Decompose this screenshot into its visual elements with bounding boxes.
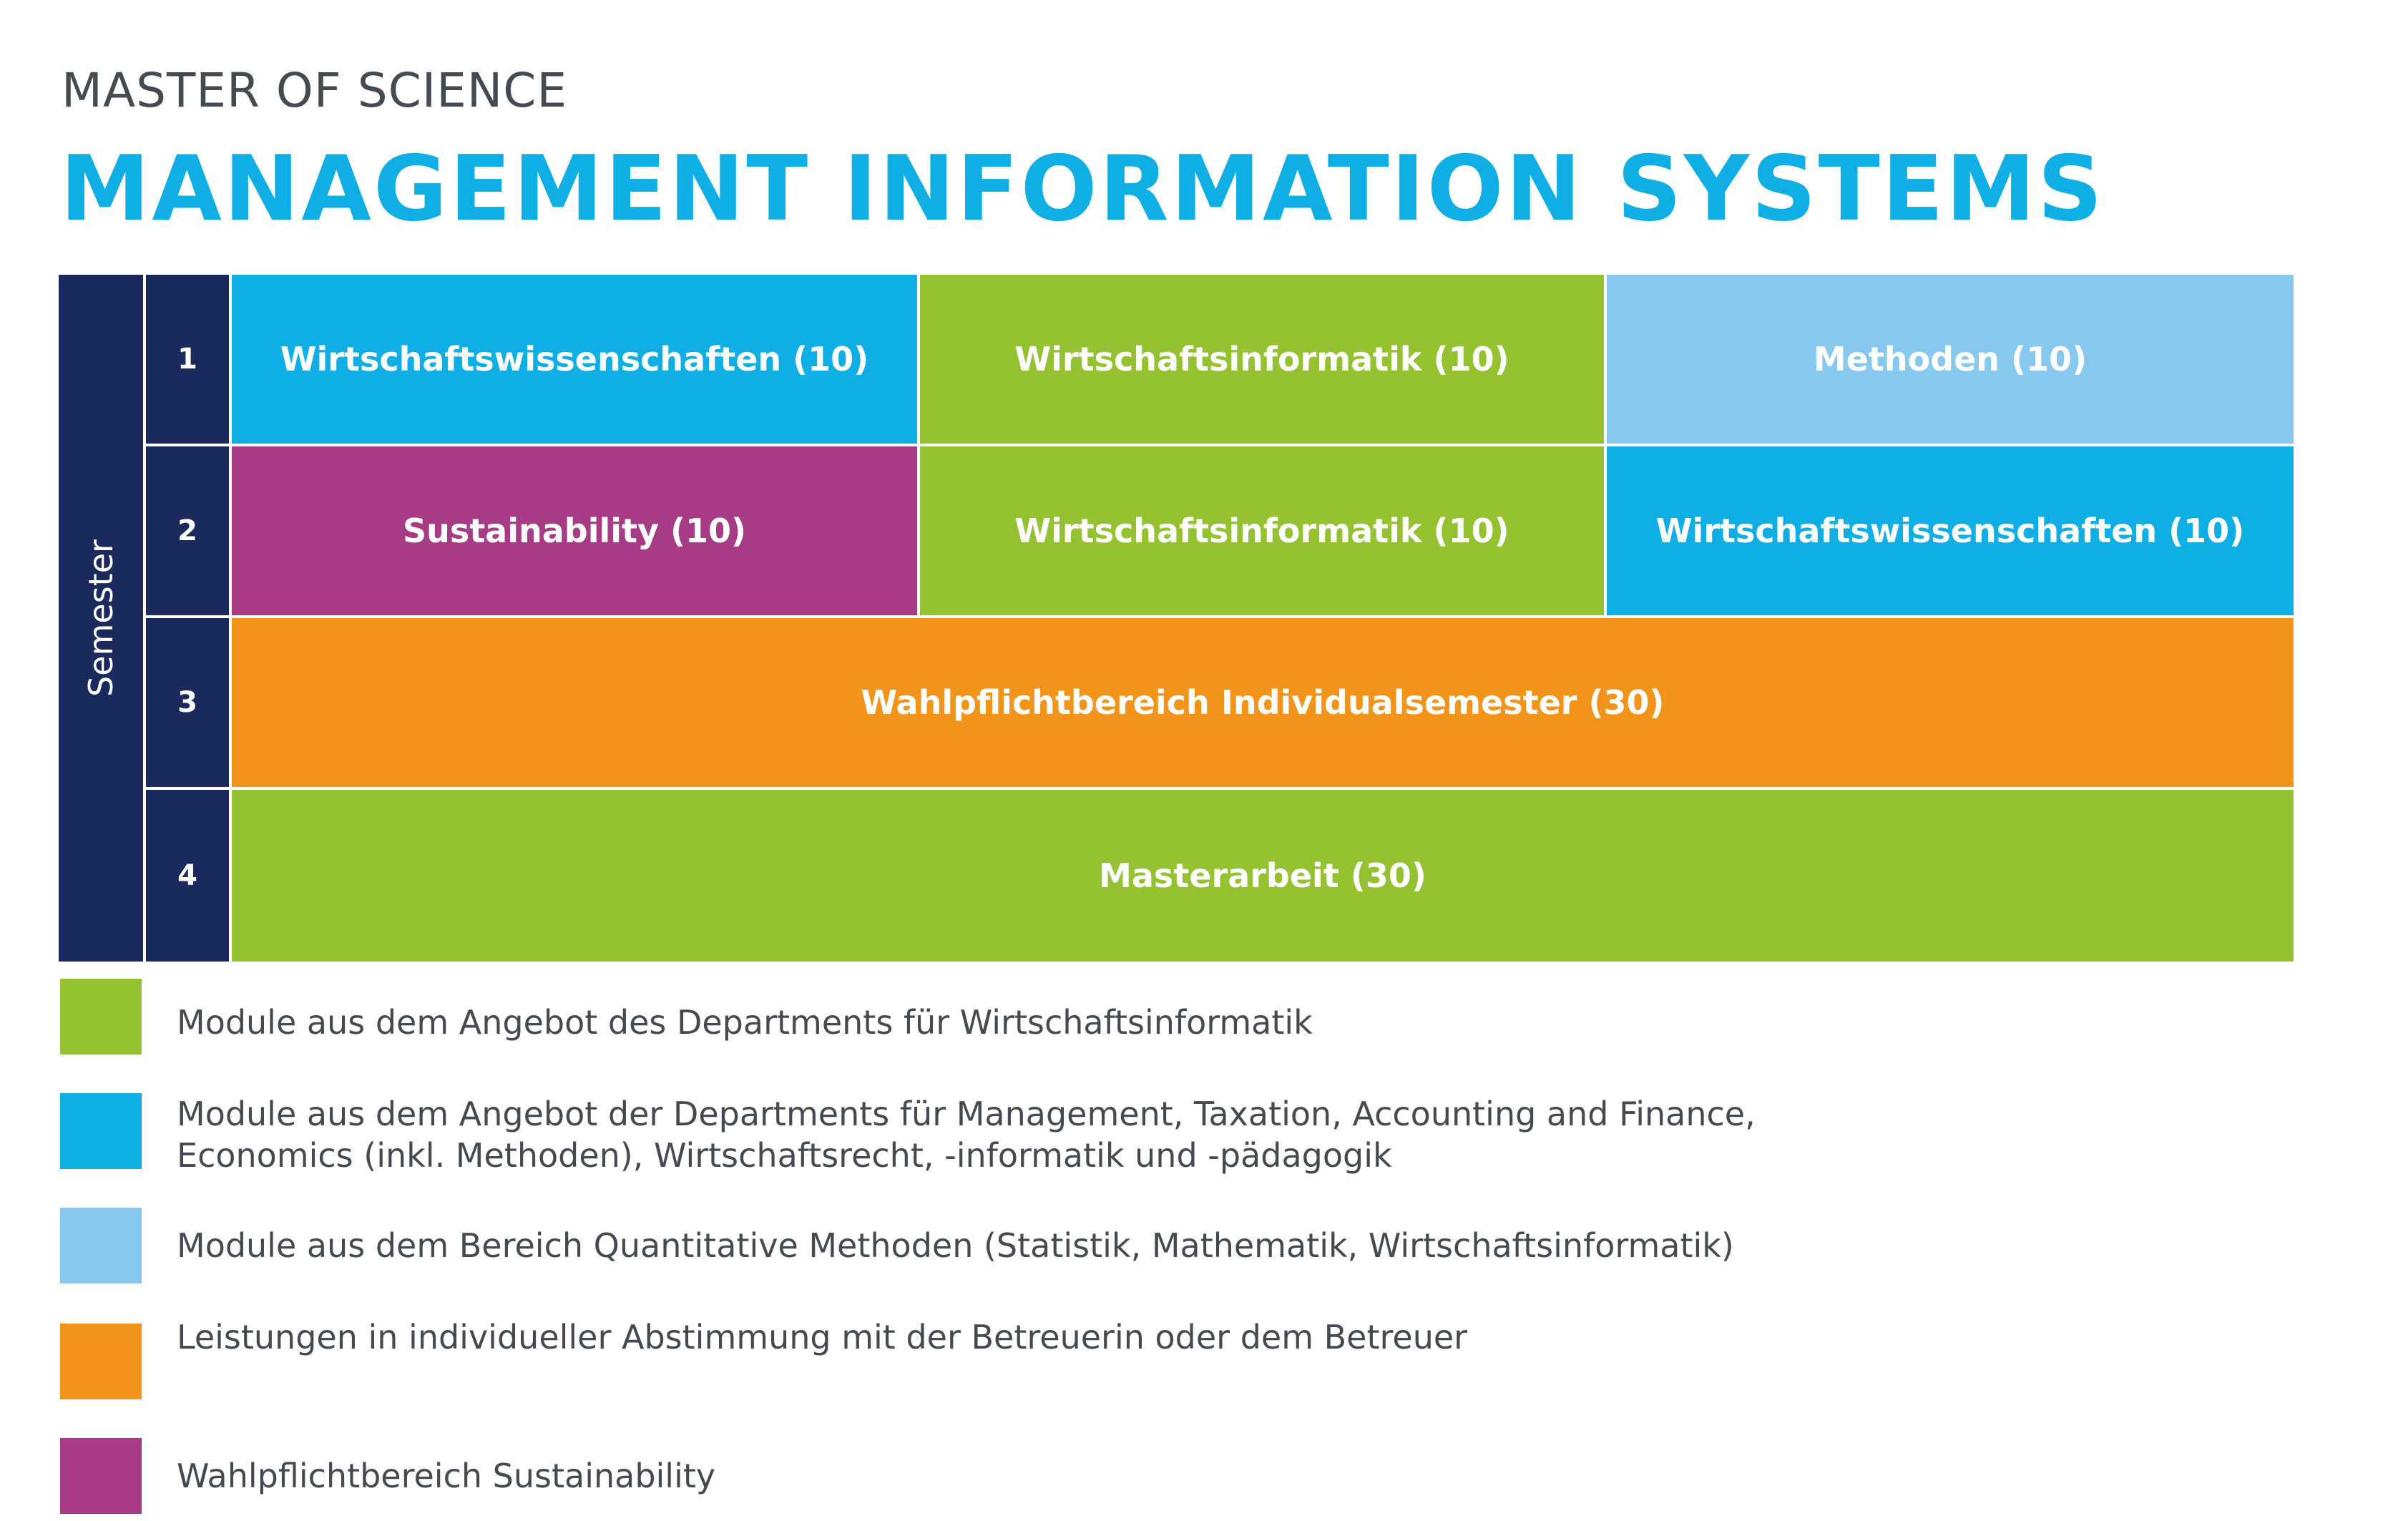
legend-swatch-light-blue: [60, 1208, 142, 1283]
program-subtitle: MASTER OF SCIENCE: [62, 63, 568, 118]
module-cell: Methoden (10): [1607, 275, 2294, 444]
module-cell: Wirtschaftswissenschaften (10): [1607, 446, 2294, 615]
module-cell: Wirtschaftswissenschaften (10): [232, 275, 917, 444]
semester-number-3: 3: [146, 618, 229, 787]
module-cell: Sustainability (10): [232, 446, 917, 615]
semester-axis: Semester: [59, 275, 143, 962]
legend-swatch-orange: [60, 1324, 142, 1399]
semester-number-2: 2: [146, 446, 229, 615]
legend-line: Leistungen in individueller Abstimmung m…: [177, 1318, 1468, 1356]
legend-line: Module aus dem Bereich Quantitative Meth…: [177, 1226, 1734, 1265]
module-cell: Wirtschaftsinformatik (10): [920, 275, 1604, 444]
legend-line: Module aus dem Angebot der Departments f…: [177, 1095, 1756, 1133]
legend-swatch-green: [60, 979, 142, 1055]
legend-text: Leistungen in individueller Abstimmung m…: [177, 1316, 1467, 1358]
legend-swatch-blue: [60, 1093, 142, 1169]
legend-text: Module aus dem Bereich Quantitative Meth…: [177, 1225, 1734, 1266]
legend-text: Wahlpflichtbereich Sustainability: [177, 1455, 715, 1497]
module-cell: Masterarbeit (30): [232, 790, 2294, 962]
semester-number-1: 1: [146, 275, 229, 444]
module-cell: Wirtschaftsinformatik (10): [920, 446, 1604, 615]
program-title: MANAGEMENT INFORMATION SYSTEMS: [60, 136, 2105, 241]
legend-text: Module aus dem Angebot der Departments f…: [177, 1093, 1756, 1176]
curriculum-grid: Semester 1 Wirtschaftswissenschaften (10…: [59, 275, 2294, 962]
semester-label: Semester: [82, 539, 121, 697]
legend-line: Wahlpflichtbereich Sustainability: [177, 1457, 716, 1495]
legend-line: Module aus dem Angebot des Departments f…: [177, 1003, 1313, 1042]
semester-number-4: 4: [146, 790, 229, 962]
legend-line: Economics (inkl. Methoden), Wirtschaftsr…: [177, 1136, 1392, 1175]
legend-swatch-purple: [60, 1438, 142, 1514]
legend-text: Module aus dem Angebot des Departments f…: [177, 1002, 1313, 1043]
module-cell: Wahlpflichtbereich Individualsemester (3…: [232, 618, 2294, 787]
